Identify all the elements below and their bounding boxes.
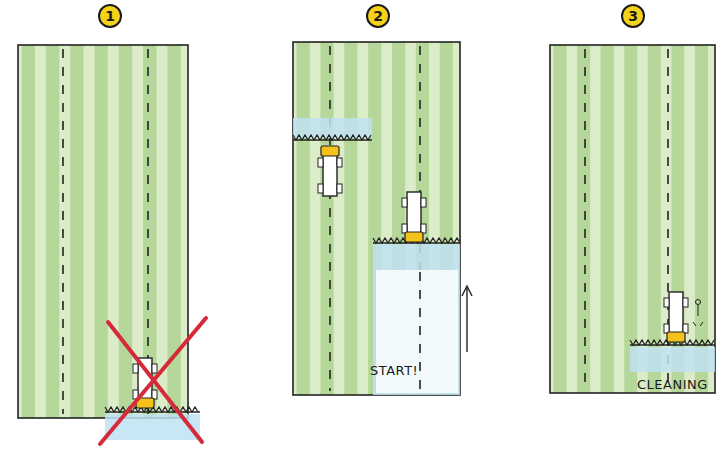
field-ground	[18, 45, 188, 418]
field-panel-2	[293, 42, 460, 395]
crop-stripe	[554, 45, 567, 393]
tractor	[664, 292, 688, 342]
crop-stripe	[320, 42, 333, 395]
spray-area	[630, 347, 715, 372]
nozzle-symbol	[693, 305, 703, 326]
direction-arrow	[466, 288, 467, 352]
field-border	[18, 45, 188, 418]
field-border	[293, 42, 460, 395]
tramline	[329, 46, 331, 391]
crop-stripe	[577, 45, 590, 393]
annotation: CLEANING	[637, 377, 708, 392]
crop-stripe	[22, 45, 35, 418]
tractor	[318, 146, 342, 196]
crop-stripe	[119, 45, 132, 418]
crop-stripe	[601, 45, 614, 393]
crop-stripe	[95, 45, 108, 418]
field-panel-3	[550, 45, 715, 393]
spray-area	[105, 414, 200, 440]
tractor	[402, 192, 426, 242]
step-number-badge: 1	[98, 4, 122, 28]
crop-stripe	[297, 42, 310, 395]
tramline	[62, 49, 64, 414]
annotation: START!	[370, 363, 418, 378]
crop-stripe	[344, 42, 357, 395]
spray-boom	[630, 344, 715, 346]
field-border	[550, 45, 715, 393]
field-panel-1	[18, 45, 188, 418]
field-ground	[293, 42, 460, 395]
tramline	[584, 49, 586, 389]
crop-stripe	[46, 45, 59, 418]
field-ground	[550, 45, 715, 393]
step-number-badge: 2	[366, 4, 390, 28]
tramline	[419, 272, 421, 392]
crop-stripe	[70, 45, 83, 418]
spray-nozzles	[293, 135, 371, 140]
cross-mark	[108, 322, 202, 442]
step-number: 2	[373, 9, 383, 23]
step-number: 3	[628, 9, 638, 23]
cross-mark	[100, 318, 206, 444]
direction-arrowhead	[462, 286, 472, 296]
nozzle-symbol	[696, 300, 701, 305]
step-number: 1	[105, 9, 115, 23]
step-number-badge: 3	[621, 4, 645, 28]
